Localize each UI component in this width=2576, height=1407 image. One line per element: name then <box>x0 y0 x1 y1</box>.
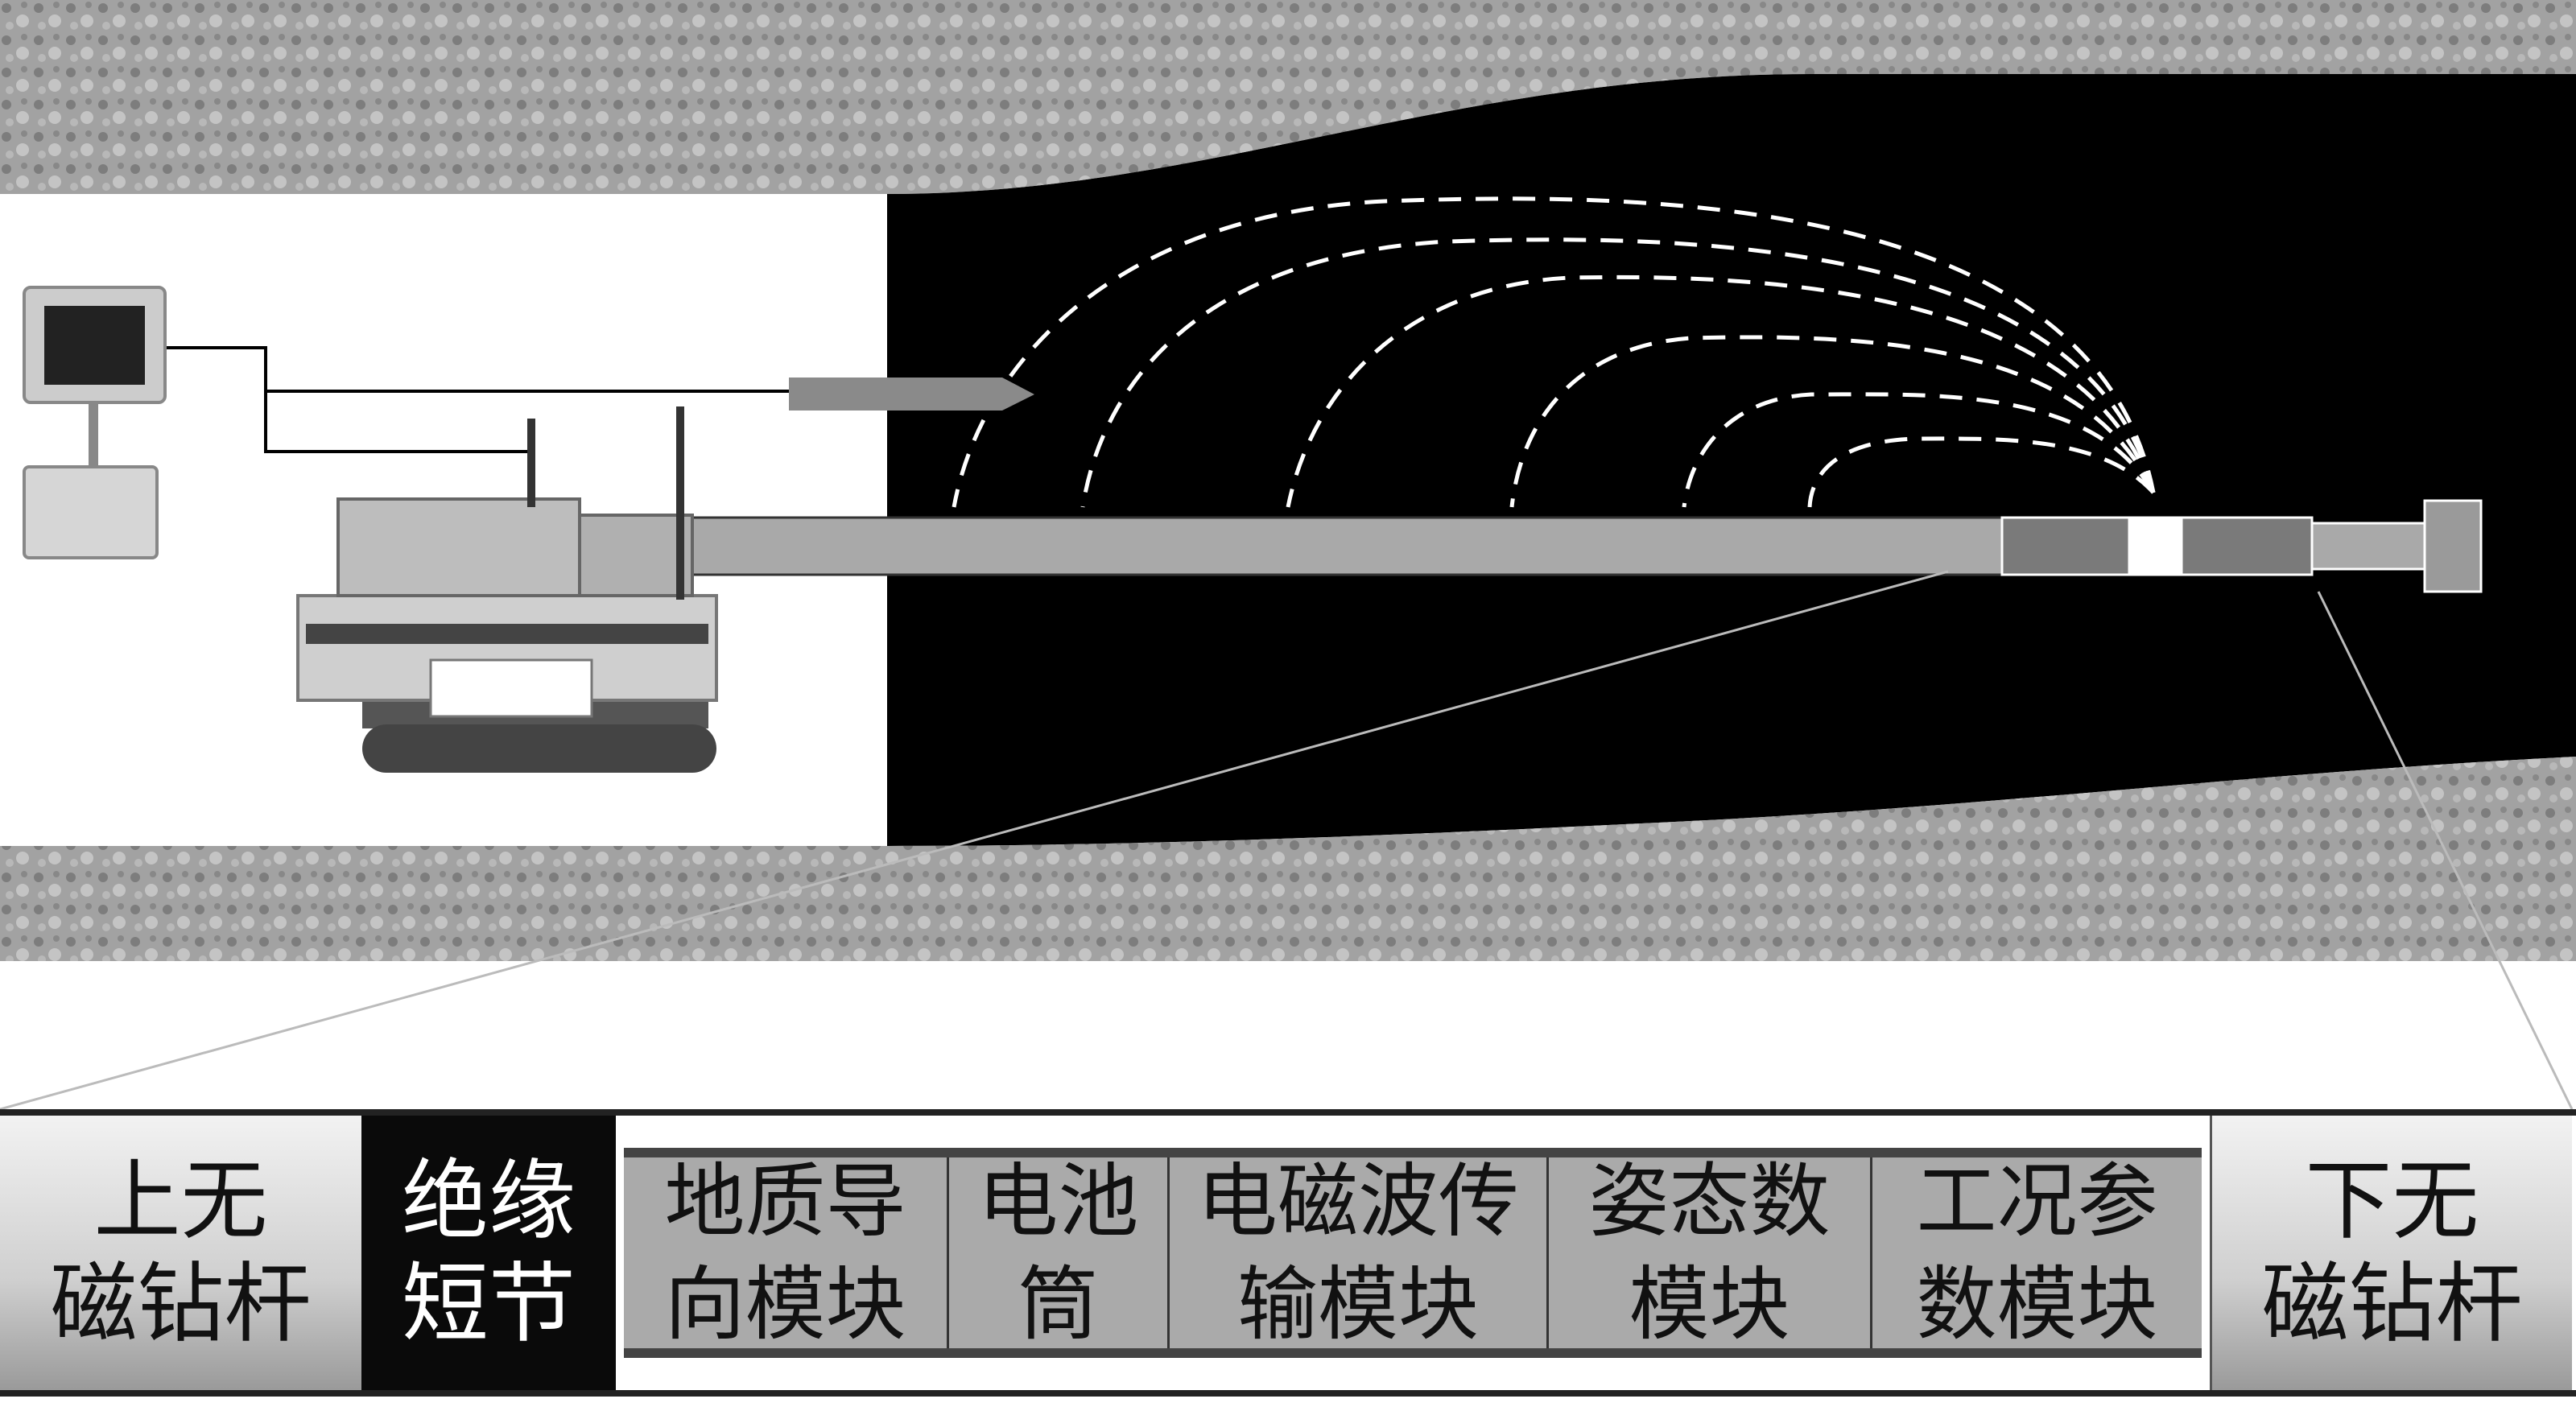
label: 筒 <box>1018 1256 1099 1351</box>
pipe-module-1 <box>2000 516 2131 576</box>
rock-right-bottom <box>887 757 2576 961</box>
drill-bit <box>2423 499 2483 593</box>
label: 向模块 <box>664 1256 906 1351</box>
upper-nonmagnetic-rod: 上无 磁钻杆 <box>0 1116 361 1390</box>
drill-rig <box>296 406 718 773</box>
label: 姿态数 <box>1588 1153 1831 1248</box>
label: 磁钻杆 <box>2261 1253 2523 1355</box>
module-housing: 地质导向模块 电池筒 电磁波传输模块 姿态数模块 工况参数模块 <box>616 1116 2210 1390</box>
attitude-data-module: 姿态数模块 <box>1549 1154 1872 1351</box>
geosteering-module: 地质导向模块 <box>624 1154 949 1351</box>
label: 电池 <box>977 1153 1139 1248</box>
field-lines <box>952 196 2156 508</box>
label: 磁钻杆 <box>50 1253 312 1355</box>
label: 绝缘 <box>401 1150 576 1252</box>
drill-string <box>688 499 2483 593</box>
rock-right-top <box>887 0 2576 194</box>
label: 工况参 <box>1916 1153 2158 1248</box>
lower-nonmagnetic-rod: 下无 磁钻杆 <box>2210 1116 2572 1390</box>
insulation-sub: 绝缘 短节 <box>361 1116 616 1390</box>
label: 短节 <box>401 1253 576 1355</box>
pipe-gap <box>2128 516 2183 576</box>
pipe-lower <box>2310 522 2426 571</box>
label: 输模块 <box>1237 1256 1479 1351</box>
cables <box>165 346 789 453</box>
drill-pipe <box>688 516 2004 576</box>
label: 电磁波传 <box>1197 1153 1519 1248</box>
label: 模块 <box>1629 1256 1790 1351</box>
probe <box>789 378 1034 411</box>
working-condition-module: 工况参数模块 <box>1872 1154 2202 1351</box>
battery-module: 电池筒 <box>949 1154 1170 1351</box>
label: 下无 <box>2305 1150 2479 1252</box>
zoom-lines <box>0 570 2574 1111</box>
borehole-tunnel <box>887 74 2576 846</box>
em-transmission-module: 电磁波传输模块 <box>1170 1154 1549 1351</box>
monitor-device <box>23 286 167 559</box>
module-row: 地质导向模块 电池筒 电磁波传输模块 姿态数模块 工况参数模块 <box>624 1148 2202 1358</box>
label: 上无 <box>93 1150 268 1252</box>
label: 数模块 <box>1916 1256 2158 1351</box>
label: 地质导 <box>664 1153 906 1248</box>
tool-string-detail: 上无 磁钻杆 绝缘 短节 地质导向模块 电池筒 电磁波传输模块 姿态数模块 工况… <box>0 1109 2576 1397</box>
pipe-module-2 <box>2180 516 2314 576</box>
